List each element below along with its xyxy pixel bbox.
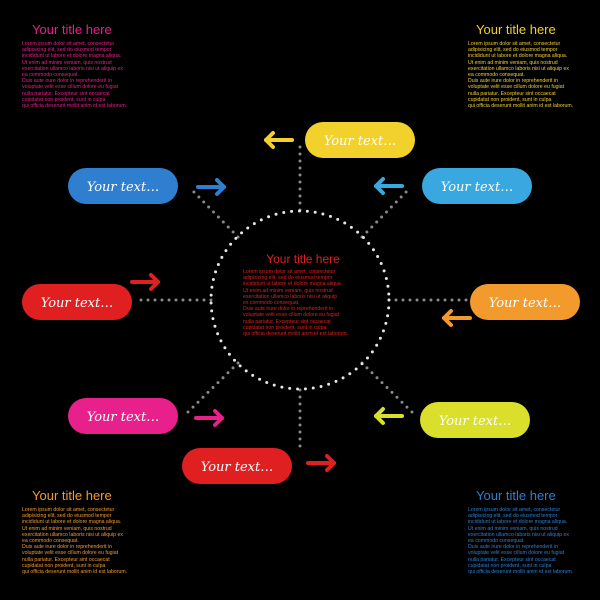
node-bottom[interactable]: Your text… xyxy=(182,448,292,484)
node-top[interactable]: Your text… xyxy=(305,122,415,158)
connector-lines xyxy=(136,139,470,454)
node-left[interactable]: Your text… xyxy=(22,284,132,320)
corner-block-bottom-left: Your title here Lorem ipsum dolor sit am… xyxy=(22,488,182,575)
node-label: Your text… xyxy=(441,180,513,195)
node-pill xyxy=(422,168,532,204)
arrow-right-icon xyxy=(196,178,226,196)
center-title: Your title here xyxy=(266,252,340,266)
center-block: Your title here Lorem ipsum dolor sit am… xyxy=(243,252,363,337)
node-upper-left[interactable]: Your text… xyxy=(68,168,178,204)
node-pill xyxy=(68,398,178,434)
arrow-left-icon xyxy=(442,309,472,327)
arrow-right-icon xyxy=(194,409,224,427)
node-label: Your text… xyxy=(489,296,561,311)
corner-title: Your title here xyxy=(32,488,112,503)
arrow-right-icon xyxy=(306,454,336,472)
connector-upper-left xyxy=(190,188,240,239)
corner-block-bottom-right: Your title here Lorem ipsum dolor sit am… xyxy=(468,488,600,575)
node-upper-right[interactable]: Your text… xyxy=(422,168,532,204)
connector-lower-right xyxy=(360,361,416,416)
corner-title: Your title here xyxy=(476,22,556,37)
node-pill xyxy=(420,402,530,438)
connector-upper-right xyxy=(360,188,410,239)
arrow-right-icon xyxy=(130,273,160,291)
arrow-left-icon xyxy=(264,131,294,149)
node-lower-right[interactable]: Your text… xyxy=(420,402,530,438)
node-pill xyxy=(305,122,415,158)
arrow-left-icon xyxy=(374,407,404,425)
node-label: Your text… xyxy=(87,180,159,195)
corner-block-top-left: Your title here Lorem ipsum dolor sit am… xyxy=(22,22,182,109)
node-label: Your text… xyxy=(439,414,511,429)
node-label: Your text… xyxy=(324,134,396,149)
node-pill xyxy=(182,448,292,484)
corner-title: Your title here xyxy=(32,22,112,37)
node-lower-left[interactable]: Your text… xyxy=(68,398,178,434)
corner-title: Your title here xyxy=(476,488,556,503)
node-pill xyxy=(22,284,132,320)
corner-block-top-right: Your title here Lorem ipsum dolor sit am… xyxy=(468,22,600,109)
arrow-left-icon xyxy=(374,177,404,195)
node-label: Your text… xyxy=(41,296,113,311)
node-right[interactable]: Your text… xyxy=(470,284,580,320)
connector-lower-left xyxy=(186,361,240,414)
node-label: Your text… xyxy=(87,410,159,425)
node-pill xyxy=(68,168,178,204)
center-ring xyxy=(209,209,391,391)
node-label: Your text… xyxy=(201,460,273,475)
node-pill xyxy=(470,284,580,320)
